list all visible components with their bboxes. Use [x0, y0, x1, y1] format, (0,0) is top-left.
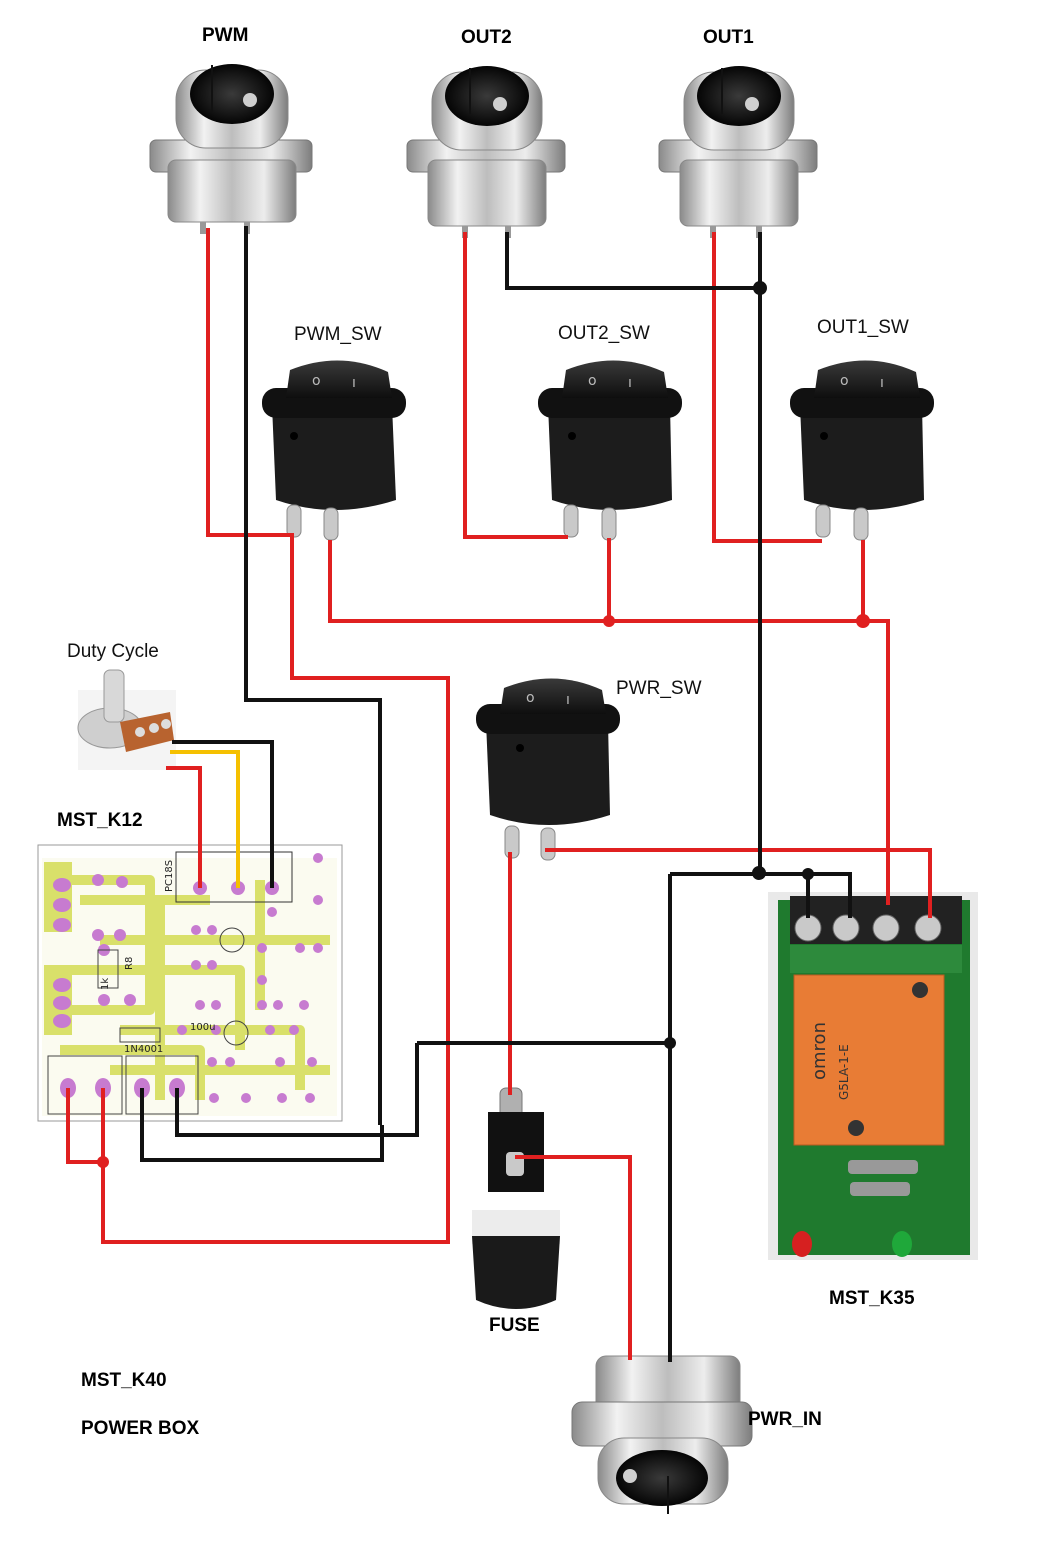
positive-wires: [66, 228, 932, 1360]
mst-k12-label: MST_K12: [57, 810, 143, 831]
svg-text:o: o: [588, 373, 597, 389]
out1-switch-icon: o ı: [790, 360, 934, 541]
pwr-sw-label: PWR_SW: [616, 678, 702, 699]
mst-k40-label: MST_K40: [81, 1370, 167, 1391]
svg-text:omron: omron: [809, 1022, 830, 1080]
svg-text:o: o: [526, 690, 535, 706]
pwm-board-icon: PC18S R8 1k 1N4001 100u: [37, 844, 343, 1122]
svg-text:PC18S: PC18S: [164, 860, 175, 892]
out2-switch-icon: o ı: [538, 360, 682, 541]
negative-wires: [140, 226, 852, 1362]
out1-label: OUT1: [703, 27, 754, 48]
out2-sw-label: OUT2_SW: [558, 323, 650, 344]
relay-module-icon: omron G5LA-1-E: [768, 892, 978, 1260]
svg-text:1k: 1k: [100, 978, 111, 990]
svg-text:o: o: [312, 373, 321, 389]
out2-label: OUT2: [461, 27, 512, 48]
svg-text:ı: ı: [352, 375, 356, 391]
pwr-switch-icon: o ı: [476, 678, 620, 861]
svg-text:1N4001: 1N4001: [124, 1044, 163, 1055]
svg-text:R8: R8: [124, 957, 135, 970]
pwr-in-connector-icon: [571, 1355, 753, 1514]
out1-connector-icon: [658, 66, 818, 238]
out1-sw-label: OUT1_SW: [817, 317, 909, 338]
svg-text:o: o: [840, 373, 849, 389]
signal-wire: [170, 750, 240, 888]
svg-text:100u: 100u: [190, 1022, 215, 1033]
svg-text:ı: ı: [880, 375, 884, 391]
power-box-label: POWER BOX: [81, 1418, 200, 1439]
svg-text:ı: ı: [628, 375, 632, 391]
duty-cycle-label: Duty Cycle: [67, 641, 159, 662]
mst-k35-label: MST_K35: [829, 1288, 915, 1309]
fuse-label: FUSE: [489, 1315, 540, 1336]
pwm-sw-label: PWM_SW: [294, 324, 382, 345]
pwr-in-label: PWR_IN: [748, 1409, 822, 1430]
pwm-connector-icon: [149, 64, 313, 234]
potentiometer-icon: [77, 669, 176, 770]
pwm-label: PWM: [202, 25, 248, 46]
pwm-switch-icon: o ı: [262, 360, 406, 541]
out2-connector-icon: [406, 66, 566, 238]
svg-text:G5LA-1-E: G5LA-1-E: [837, 1044, 851, 1100]
fuse-holder-icon: [472, 1087, 560, 1309]
svg-text:ı: ı: [566, 692, 570, 708]
junction-dots: [97, 281, 870, 1168]
